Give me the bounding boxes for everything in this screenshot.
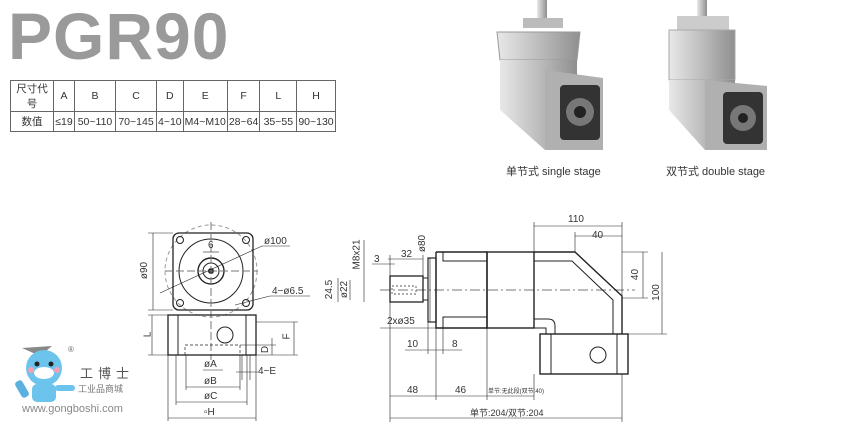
cell: 90~130 — [296, 111, 336, 132]
cell: 50~110 — [74, 111, 116, 132]
cell: M4~M10 — [182, 111, 228, 132]
spec-table: 尺寸代号 A B C D E F L H 数值 ≤19 50~110 70~14… — [10, 80, 336, 132]
single-stage-caption: 单节式 single stage — [506, 166, 601, 178]
cell: 35~55 — [259, 111, 298, 132]
table-row: 数值 ≤19 50~110 70~145 4~10 M4~M10 28~64 3… — [10, 111, 336, 132]
logo-mascot — [15, 346, 75, 402]
double-stage-photo — [668, 0, 767, 150]
cell: 28~64 — [226, 111, 261, 132]
single-stage-photo — [496, 0, 603, 150]
double-stage-caption: 双节式 double stage — [666, 166, 766, 178]
col-header: H — [296, 80, 336, 112]
front-view — [148, 222, 310, 421]
product-title: PGR90 — [8, 0, 230, 73]
header-label: 尺寸代号 — [10, 80, 54, 112]
col-header: E — [182, 80, 228, 112]
side-view — [337, 222, 667, 422]
cell: 4~10 — [156, 111, 184, 132]
cell: 70~145 — [115, 111, 157, 132]
